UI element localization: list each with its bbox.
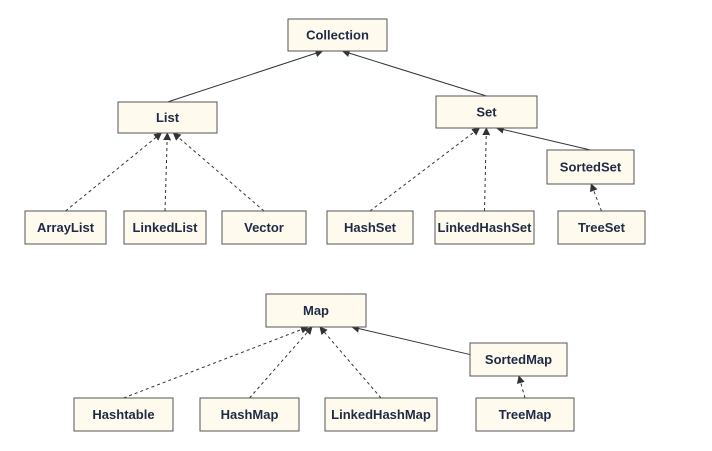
edge-hash-map-to-map (249, 326, 313, 399)
edge-hashtable-to-map (123, 325, 309, 399)
edge-vector-to-list (172, 132, 265, 212)
collection-node: Collection (287, 18, 388, 52)
vector-label: Vector (244, 220, 284, 235)
linked-hash-set-label: LinkedHashSet (438, 220, 533, 235)
array-list-node: ArrayList (24, 210, 107, 245)
tree-map-node: TreeMap (475, 397, 575, 432)
set-node: Set (435, 95, 538, 129)
edge-set-to-collection (341, 49, 487, 97)
set-label: Set (476, 105, 497, 120)
hash-map-node: HashMap (199, 397, 300, 432)
edge-linked-hash-set-to-set (482, 127, 491, 212)
sorted-map-node: SortedMap (469, 342, 568, 377)
vector-node: Vector (221, 210, 307, 245)
tree-map-label: TreeMap (499, 407, 552, 422)
edge-linked-hash-map-to-map (319, 326, 382, 399)
list-node: List (117, 101, 218, 134)
hash-set-node: HashSet (326, 210, 414, 245)
linked-hash-map-node: LinkedHashMap (324, 397, 438, 432)
linked-hash-map-label: LinkedHashMap (331, 407, 431, 422)
collection-label: Collection (306, 28, 369, 43)
array-list-label: ArrayList (37, 220, 95, 235)
hashtable-label: Hashtable (92, 407, 154, 422)
edge-tree-map-to-sorted-map (516, 375, 526, 399)
list-label: List (156, 110, 180, 125)
edge-sorted-set-to-set (495, 125, 591, 151)
sorted-set-label: SortedSet (560, 160, 622, 175)
linked-hash-set-node: LinkedHashSet (434, 210, 535, 245)
sorted-set-node: SortedSet (546, 149, 635, 185)
edge-tree-set-to-sorted-set (589, 183, 602, 212)
edge-array-list-to-list (65, 132, 163, 212)
edge-list-to-collection (167, 49, 324, 103)
nodes-layer: Collection List Set SortedSet ArrayList … (24, 18, 646, 432)
tree-set-node: TreeSet (557, 210, 646, 245)
edges-layer (65, 49, 602, 399)
edge-linked-list-to-list (163, 132, 172, 212)
tree-set-label: TreeSet (578, 220, 626, 235)
linked-list-node: LinkedList (123, 210, 207, 245)
hashtable-node: Hashtable (73, 397, 174, 432)
map-label: Map (303, 303, 329, 318)
map-node: Map (265, 293, 367, 328)
edge-sorted-map-to-map (351, 324, 471, 356)
sorted-map-label: SortedMap (485, 352, 552, 367)
hash-set-label: HashSet (344, 220, 397, 235)
hash-map-label: HashMap (221, 407, 279, 422)
edge-hash-set-to-set (369, 127, 481, 212)
linked-list-label: LinkedList (132, 220, 198, 235)
